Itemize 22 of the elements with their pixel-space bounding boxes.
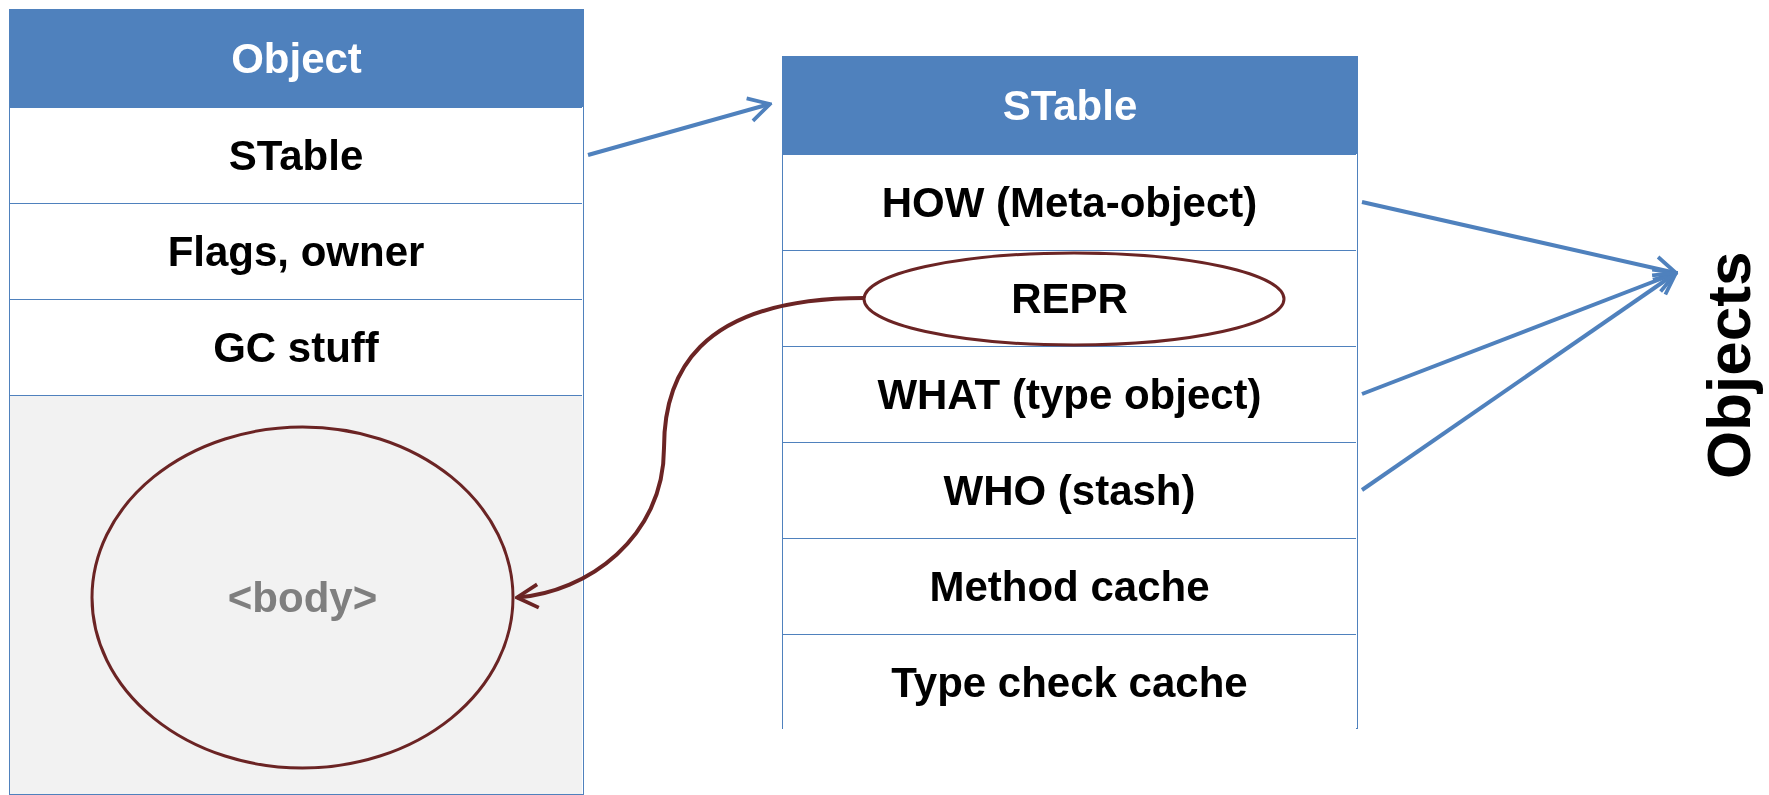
field-text: WHAT (type object) — [877, 370, 1262, 419]
field-text: Flags, owner — [167, 227, 425, 276]
arrow — [1360, 271, 1678, 492]
field-text: STable — [228, 131, 364, 180]
field-text: WHO (stash) — [943, 466, 1196, 515]
table-row — [783, 250, 1356, 346]
table — [782, 56, 1358, 729]
header-text: Object — [231, 34, 362, 83]
body-ellipse — [90, 425, 515, 770]
field-text: Method cache — [929, 562, 1210, 611]
table-row — [783, 634, 1356, 730]
objects-label: Objects — [1688, 225, 1768, 505]
field-text: HOW (Meta-object) — [881, 178, 1258, 227]
field-text: Type check cache — [891, 658, 1248, 707]
arrow — [1361, 200, 1678, 282]
arrow — [515, 296, 865, 609]
field-text: REPR — [1011, 274, 1128, 323]
table — [9, 9, 584, 795]
field-text: GC stuff — [213, 323, 379, 372]
header-text: STable — [1002, 81, 1138, 130]
arrow — [587, 96, 772, 157]
body-text: <body> — [227, 573, 378, 622]
